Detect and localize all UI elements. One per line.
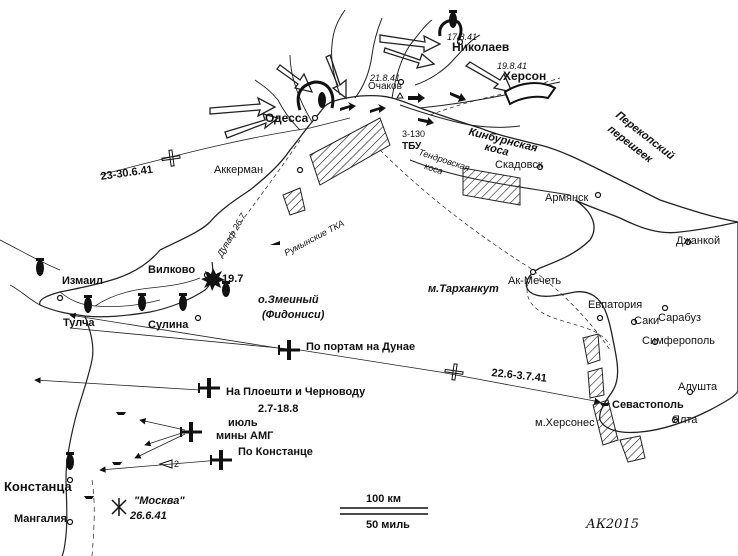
route-danube-dash (91, 479, 95, 556)
ship-icons (84, 241, 610, 499)
city-nikolaev: Николаев (452, 40, 510, 54)
route-ak-mechet (526, 269, 611, 346)
city-evpatoria: Евпатория (588, 299, 643, 311)
label-fidonisi: (Фидониси) (262, 309, 325, 321)
route-odessa-raid (99, 117, 351, 176)
city-tulcha: Тулча (63, 317, 95, 329)
city-alushta: Алушта (678, 381, 718, 393)
label-tbu-code: 3-130 (402, 129, 426, 139)
coastline-north (159, 94, 738, 251)
date-nikolaev: 17.8.41 (447, 32, 478, 42)
city-mangalia: Мангалия (14, 513, 67, 525)
date-ochakov: 21.8.41 (370, 73, 401, 83)
scale-km-label: 100 км (366, 493, 402, 505)
kinburn-spit (399, 104, 521, 128)
city-dzhankoy: Джанкой (676, 235, 721, 247)
route-danube (69, 312, 291, 351)
label-sub-number: 2 (174, 459, 180, 469)
route-sevastopol (69, 327, 601, 405)
label-constanta-op: По Констанце (238, 446, 313, 458)
date-kherson: 19.8.41 (497, 61, 528, 71)
moskva-wreck-icon (111, 498, 127, 516)
nikolaev-encirclement (438, 19, 463, 41)
route-constanta (99, 459, 221, 473)
minefield-crimea-2 (587, 367, 605, 399)
label-danube-ports: По портам на Дунае (306, 341, 416, 353)
city-saki: Саки (634, 315, 660, 327)
label-moskva-date: 26.6.41 (130, 510, 167, 522)
aircraft-icons (161, 149, 464, 470)
city-skadovsk: Скадовск (495, 159, 543, 171)
city-yalta: Ялта (672, 414, 698, 426)
kherson-encirclement (503, 82, 557, 106)
route-mines-c (134, 433, 186, 459)
city-constanta: Констанца (4, 479, 72, 494)
city-armyansk: Армянск (545, 192, 589, 204)
label-zmeiny-date: 19.7 (222, 273, 244, 285)
label-mines: мины АМГ (216, 430, 274, 442)
submarine-icon (158, 459, 173, 469)
explosion-icon (201, 268, 225, 291)
label-tarkhankut: м.Тарханкут (428, 283, 499, 295)
scale-miles-label: 50 миль (366, 519, 410, 531)
city-kherson: Херсон (503, 69, 547, 83)
odessa-encirclement (296, 80, 335, 111)
label-moskva: "Москва" (134, 495, 185, 507)
route-ploiesti (34, 377, 201, 391)
crimea-coast (525, 199, 738, 434)
battery-icon (396, 92, 404, 99)
route-vilkovo-dash (219, 139, 301, 251)
minefield-tendra (462, 167, 521, 206)
city-ak-mechet: Ак-Мечеть (508, 275, 562, 287)
city-izmail: Измаил (62, 275, 103, 287)
city-odessa: Одесса (265, 111, 309, 125)
minefield-crimea-1 (582, 333, 601, 365)
route-tarkhankut (379, 149, 611, 351)
city-vilkovo: Вилково (148, 264, 196, 276)
minefield-odessa (309, 117, 391, 186)
label-tbu: ТБУ (402, 141, 422, 152)
minefield-crimea-4 (619, 435, 646, 463)
danube-channels (0, 239, 201, 308)
label-ploiesti: На Плоешти и Черноводу (226, 386, 366, 398)
city-sarabuz: Сарабуз (658, 312, 702, 324)
signature: АК2015 (586, 517, 639, 532)
city-ochakov: Очаков (368, 81, 402, 92)
city-dots (56, 38, 694, 526)
city-sulina: Сулина (148, 319, 189, 331)
route-mines-b (144, 431, 186, 447)
city-sevastopol: Севастополь (612, 399, 684, 411)
label-ploiesti-dates: 2.7-18.8 (258, 403, 299, 415)
minefield-crimea-3 (592, 399, 619, 446)
city-simferopol: Симферополь (642, 335, 716, 347)
route-mines-a (139, 418, 186, 431)
label-july: июль (228, 417, 258, 429)
city-akkerman: Аккерман (214, 164, 264, 176)
attack-arrows (209, 34, 514, 139)
label-khersones: м.Херсонес (535, 417, 595, 429)
bomb-icons (36, 10, 457, 470)
small-black-arrows (340, 92, 466, 126)
label-zmeiny: о.Змеиный (258, 294, 319, 306)
minefield-dnestr (282, 187, 306, 216)
